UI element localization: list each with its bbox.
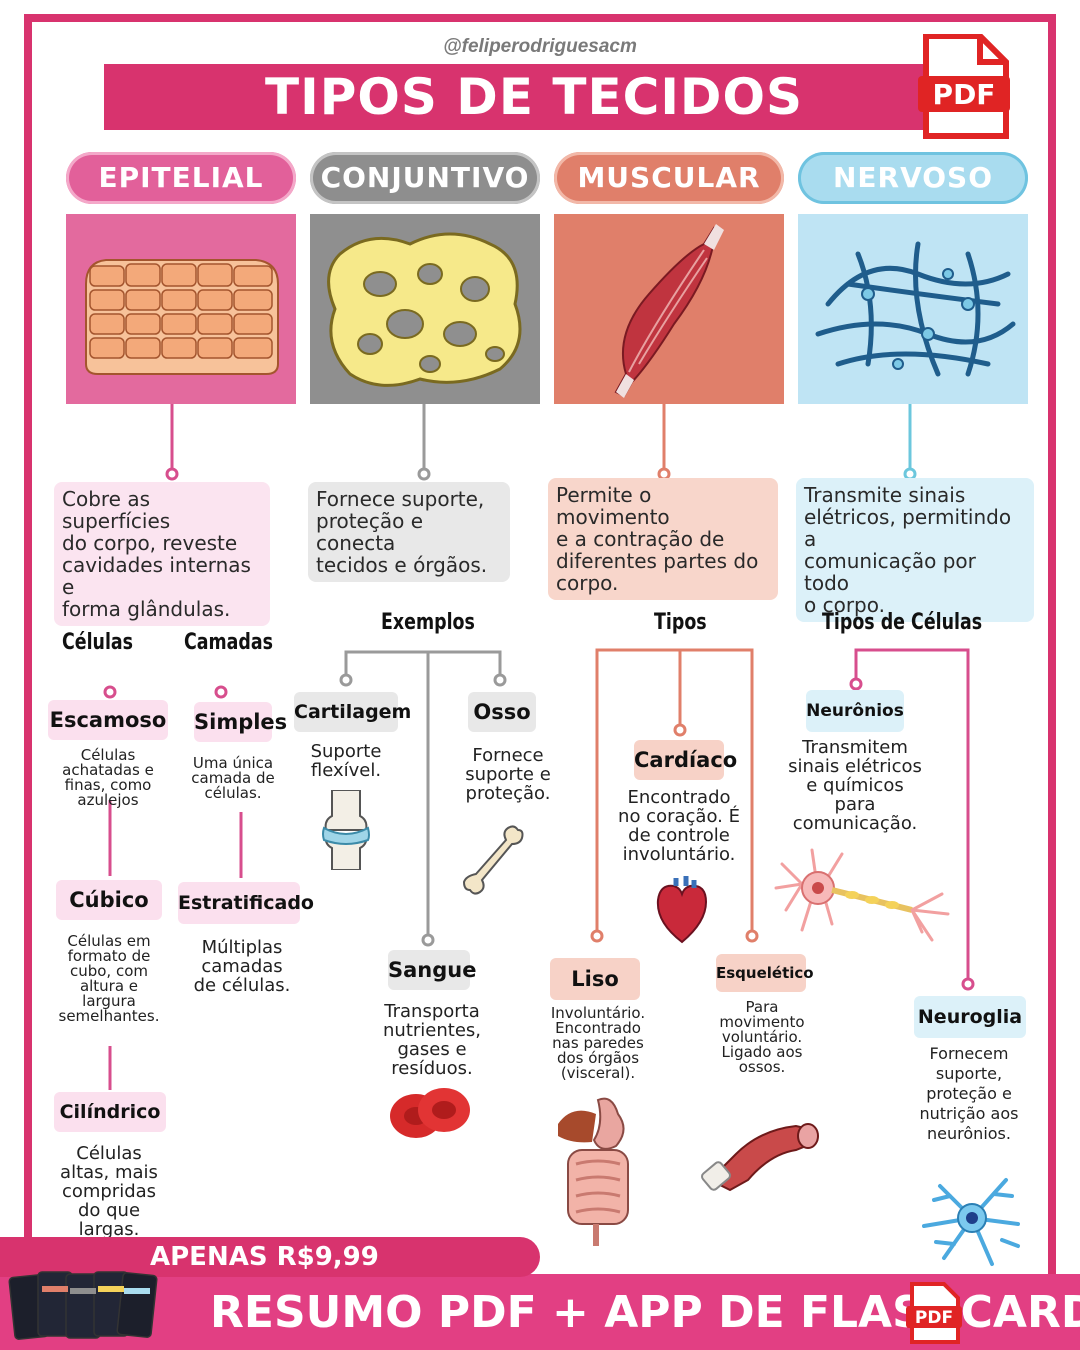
liso-description: Involuntário. Encontrado nas paredes dos… (550, 1004, 646, 1082)
heart-icon (656, 876, 708, 944)
nervoso-description: Transmite sinais elétricos, permitindo a… (796, 478, 1034, 622)
conjuntivo-examples-heading: Exemplos (381, 610, 475, 635)
estratificado-description: Múltiplas camadas de células. (193, 937, 291, 996)
osso-description: Fornece suporte e proteção. (465, 745, 551, 804)
category-conjuntivo: CONJUNTIVO (310, 152, 540, 204)
chip-escamoso: Escamoso (48, 700, 168, 740)
epitelial-description: Cobre as superfícies do corpo, reveste c… (54, 482, 270, 626)
glial-cell-icon (922, 1178, 1020, 1266)
chip-osso: Osso (468, 692, 536, 732)
epithelial-tissue-illustration (66, 214, 296, 404)
escamoso-description: Células achatadas e finas, como azulejos (62, 746, 154, 809)
chip-neuroglia: Neuroglia (914, 996, 1026, 1038)
skeletal-muscle-fiber-icon (701, 1123, 819, 1192)
chip-neuronios: Neurônios (806, 690, 904, 732)
page-title: TIPOS DE TECIDOS (265, 68, 803, 126)
esqueletico-description: Para movimento voluntário. Ligado aos os… (719, 998, 805, 1076)
neuronios-description: Transmitem sinais elétricos e químicos p… (788, 737, 922, 834)
chip-cubico: Cúbico (56, 880, 162, 920)
diagram-connectors (103, 648, 975, 1090)
title-bar (104, 64, 964, 130)
chip-cartilagem: Cartilagem (294, 692, 411, 732)
cardiaco-description: Encontrado no coração. É de controle inv… (618, 787, 740, 865)
author-handle: @feliperodriguesacm (443, 36, 637, 57)
chip-simples: Simples (194, 702, 287, 742)
simples-description: Uma única camada de células. (191, 754, 275, 802)
cilindrico-description: Células altas, mais compridas do que lar… (60, 1143, 158, 1240)
knee-joint-icon (322, 790, 370, 870)
pdf-icon: PDF (918, 34, 1010, 139)
chip-liso: Liso (550, 958, 640, 1000)
digestive-organs-icon (558, 1097, 629, 1246)
neuron-icon (774, 848, 950, 942)
footer-pdf-icon: PDF (906, 1282, 962, 1344)
category-muscular: MUSCULAR (554, 152, 784, 204)
flashcard-app-phones-icon (8, 1271, 158, 1340)
red-blood-cells-icon (390, 1088, 470, 1138)
price-tab (0, 1237, 540, 1277)
epitelial-cells-heading: Células (62, 630, 134, 655)
panel-connectors (165, 404, 917, 481)
pdf-icon-label: PDF (933, 78, 996, 111)
epitelial-layers-heading: Camadas (184, 630, 274, 655)
chip-estratificado: Estratificado (178, 882, 314, 924)
neuroglia-description: Fornecem suporte, proteção e nutrição ao… (919, 1044, 1019, 1143)
chip-sangue: Sangue (388, 950, 476, 990)
connective-tissue-illustration (310, 214, 540, 404)
conjuntivo-description: Fornece suporte, proteção e conecta teci… (308, 482, 510, 582)
nervous-tissue-illustration (798, 214, 1028, 404)
chip-cilindrico: Cilíndrico (54, 1092, 166, 1132)
category-epitelial: EPITELIAL (66, 152, 296, 204)
chip-cardiaco: Cardíaco (634, 740, 737, 780)
cartilagem-description: Suporte flexível. (310, 741, 382, 781)
bone-icon (462, 825, 524, 895)
muscular-description: Permite o movimento e a contração de dif… (548, 478, 778, 600)
muscular-types-heading: Tipos (654, 610, 707, 635)
nervoso-cell-types-heading: Tipos de Células (822, 610, 983, 635)
promo-banner (0, 1274, 1080, 1350)
footer-pdf-icon-label: PDF (915, 1308, 953, 1328)
price-label: APENAS R$9,99 (150, 1242, 379, 1272)
sangue-description: Transporta nutrientes, gases e resíduos. (383, 1001, 481, 1079)
chip-esqueletico: Esquelético (716, 954, 814, 992)
category-nervoso: NERVOSO (798, 152, 1028, 204)
muscle-tissue-illustration (554, 214, 784, 404)
cubico-description: Células em formato de cubo, com altura e… (58, 932, 160, 1025)
